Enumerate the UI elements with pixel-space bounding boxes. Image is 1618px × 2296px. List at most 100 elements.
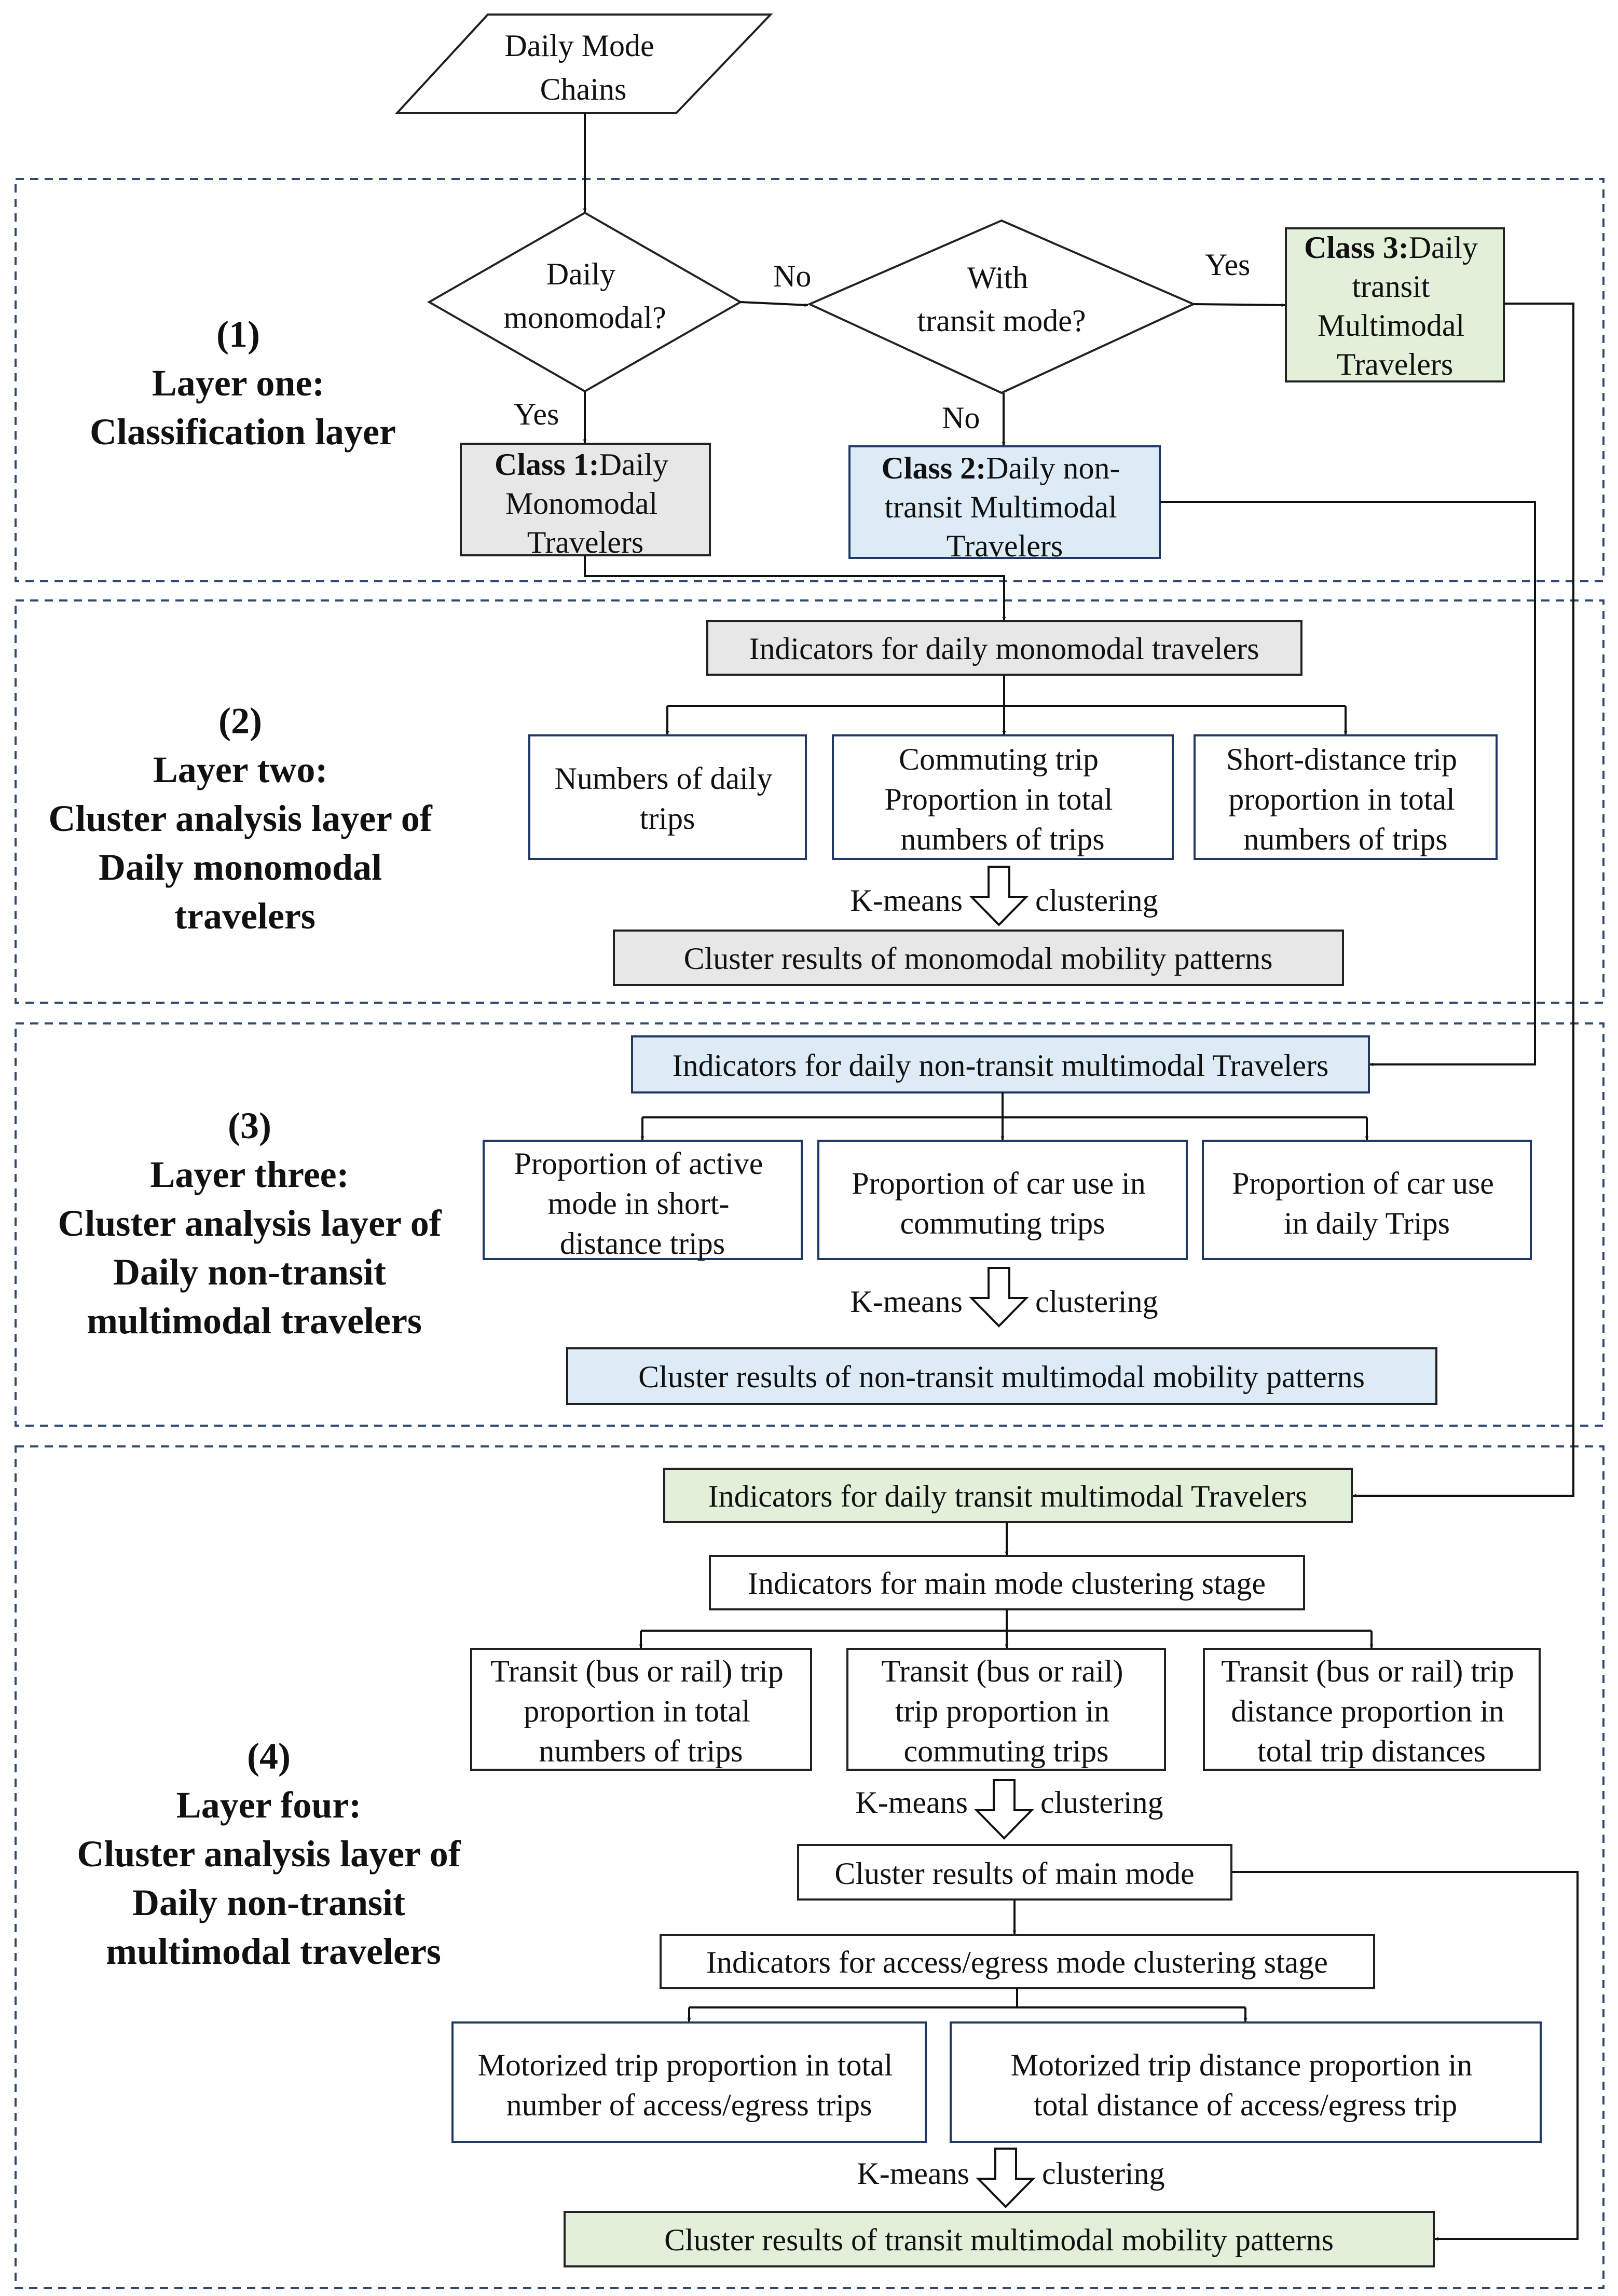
class2-line: transit Multimodal bbox=[884, 490, 1117, 524]
connector-layer3-branch bbox=[642, 1092, 1367, 1118]
connector-main-result-to-final bbox=[1231, 1871, 1579, 2241]
layer3-clustering-label: clustering bbox=[1035, 1284, 1158, 1319]
class2-line: Travelers bbox=[947, 529, 1063, 563]
layer2-indicator-line: proportion in total bbox=[1228, 782, 1455, 816]
access-clustering-arrow bbox=[976, 2148, 1036, 2208]
connector-class1-to-layer2 bbox=[584, 555, 1006, 621]
layer3-indicator-label: Proportion of car use in daily Trips bbox=[1232, 1166, 1502, 1240]
layer1-title-line: Layer one: bbox=[152, 362, 325, 404]
layer2-result-label: Cluster results of monomodal mobility pa… bbox=[684, 941, 1273, 976]
layer3-indicator-line: in daily Trips bbox=[1284, 1206, 1450, 1240]
layer2-result-box bbox=[613, 930, 1344, 986]
main-indicator-line: proportion in total bbox=[524, 1694, 750, 1728]
monomodal-decision-line: monomodal? bbox=[503, 300, 666, 335]
transit-decision-line: With bbox=[967, 261, 1029, 295]
layer3-indicator-line: Proportion of car use in bbox=[852, 1166, 1146, 1200]
layer2-kmeans-label: K-means bbox=[850, 883, 963, 918]
access-indicator-label: Motorized trip distance proportion in to… bbox=[1011, 2048, 1480, 2122]
monomodal-decision-line: Daily bbox=[546, 257, 615, 291]
layer2-indicator-line: numbers of trips bbox=[900, 822, 1104, 856]
layer2-indicator-line: Commuting trip bbox=[899, 742, 1099, 776]
layer3-clustering-arrow bbox=[969, 1267, 1029, 1328]
start-node-line: Chains bbox=[540, 72, 627, 106]
class2-box bbox=[848, 445, 1161, 559]
main-indicator-line: Transit (bus or rail) bbox=[881, 1654, 1123, 1688]
start-node bbox=[394, 13, 773, 114]
layer4-indicators-box bbox=[663, 1468, 1353, 1523]
layer2-indicators-box bbox=[706, 620, 1302, 676]
layer3-indicator-line: Proportion of active bbox=[514, 1146, 763, 1181]
layer2-indicator-label: Numbers of daily trips bbox=[555, 761, 780, 836]
class3-line: transit bbox=[1352, 269, 1430, 304]
main-indicator-box bbox=[470, 1648, 812, 1771]
connector-class2-to-layer3 bbox=[1160, 501, 1536, 1067]
layer2-indicator-box bbox=[832, 734, 1174, 860]
layer4-title-line: (4) bbox=[247, 1735, 291, 1777]
class1-line: Monomodal bbox=[505, 486, 657, 521]
connector-layer2-branch bbox=[667, 675, 1346, 707]
main-indicator-line: total trip distances bbox=[1257, 1734, 1486, 1768]
access-stage-label: Indicators for access/egress mode cluste… bbox=[706, 1945, 1328, 1979]
class3-tag: Class 3: bbox=[1304, 230, 1409, 265]
main-indicator-label: Transit (bus or rail) trip distance prop… bbox=[1221, 1654, 1521, 1768]
class2-text: Daily non- bbox=[986, 451, 1120, 485]
class1-text: Daily bbox=[599, 447, 668, 482]
access-indicator-box bbox=[950, 2021, 1542, 2143]
layer4-indicators-label: Indicators for daily transit multimodal … bbox=[708, 1479, 1308, 1513]
layer3-indicator-line: mode in short- bbox=[548, 1186, 730, 1221]
class3-line: Multimodal bbox=[1318, 308, 1464, 343]
class1-line: Travelers bbox=[527, 525, 643, 559]
layer3-indicator-box bbox=[817, 1140, 1188, 1260]
layer3-kmeans-label: K-means bbox=[850, 1284, 963, 1319]
class1-line: Class 1:Daily bbox=[495, 447, 668, 482]
main-stage-label: Indicators for main mode clustering stag… bbox=[748, 1566, 1266, 1601]
layer2-indicator-line: Proportion in total bbox=[885, 782, 1113, 816]
access-indicator-line: total distance of access/egress trip bbox=[1034, 2088, 1457, 2122]
transit-decision bbox=[807, 219, 1196, 394]
layer3-result-box bbox=[566, 1347, 1437, 1405]
transit-decision-line: transit mode? bbox=[917, 304, 1086, 338]
layer2-title-line: Daily monomodal bbox=[99, 846, 382, 888]
class3-box bbox=[1285, 227, 1505, 382]
layer3-indicator-label: Proportion of active mode in short- dist… bbox=[514, 1146, 771, 1261]
layer1-title: (1) Layer one: Classification layer bbox=[90, 313, 396, 453]
layer4-result-label: Cluster results of transit multimodal mo… bbox=[664, 2223, 1334, 2257]
layer2-indicator-label: Commuting trip Proportion in total numbe… bbox=[885, 742, 1121, 856]
main-indicator-label: Transit (bus or rail) trip proportion in… bbox=[881, 1654, 1131, 1768]
layer3-title-line: Layer three: bbox=[150, 1154, 349, 1195]
connector-main-stage-branch bbox=[641, 1609, 1372, 1632]
layer3-indicator-box bbox=[483, 1140, 803, 1260]
edge-label-no: No bbox=[773, 259, 811, 293]
class3-text: Daily bbox=[1409, 230, 1478, 265]
layer1-title-line: (1) bbox=[216, 313, 260, 355]
layer2-indicator-box bbox=[528, 734, 807, 860]
layer2-indicator-line: trips bbox=[640, 801, 695, 836]
layer4-frame bbox=[15, 1445, 1605, 2289]
access-indicator-line: Motorized trip proportion in total bbox=[478, 2048, 893, 2082]
connector-monomodal-no bbox=[740, 301, 808, 307]
layer4-title-line: Daily non-transit bbox=[132, 1882, 405, 1923]
access-kmeans-label: K-means bbox=[857, 2156, 969, 2191]
layer3-title-line: Cluster analysis layer of bbox=[58, 1202, 442, 1244]
class3-line: Class 3:Daily bbox=[1304, 230, 1478, 265]
layer2-indicator-line: Numbers of daily bbox=[555, 761, 773, 796]
class3-line: Travelers bbox=[1337, 347, 1453, 381]
layer3-indicator-line: Proportion of car use bbox=[1232, 1166, 1494, 1200]
layer4-title-line: multimodal travelers bbox=[106, 1931, 441, 1972]
layer3-title: (3) Layer three: Cluster analysis layer … bbox=[58, 1105, 450, 1342]
main-indicator-label: Transit (bus or rail) trip proportion in… bbox=[490, 1654, 791, 1768]
connector-transit-yes bbox=[1193, 303, 1285, 307]
layer1-title-line: Classification layer bbox=[90, 411, 396, 453]
class1-box bbox=[460, 443, 711, 556]
layer4-title-line: Layer four: bbox=[176, 1784, 362, 1826]
layer3-indicators-box bbox=[631, 1035, 1370, 1094]
access-clustering-label: clustering bbox=[1042, 2156, 1165, 2191]
start-node-line: Daily Mode bbox=[504, 29, 654, 63]
class2-label: Class 2:Daily non- transit Multimodal Tr… bbox=[882, 451, 1128, 563]
layer2-title: (2) Layer two: Cluster analysis layer of… bbox=[48, 700, 441, 937]
layer2-clustering-arrow bbox=[969, 866, 1029, 926]
transit-decision-label: With transit mode? bbox=[917, 261, 1086, 338]
main-indicator-line: distance proportion in bbox=[1231, 1694, 1504, 1728]
layer3-title-line: Daily non-transit bbox=[113, 1251, 386, 1293]
layer4-title-line: Cluster analysis layer of bbox=[77, 1833, 461, 1875]
